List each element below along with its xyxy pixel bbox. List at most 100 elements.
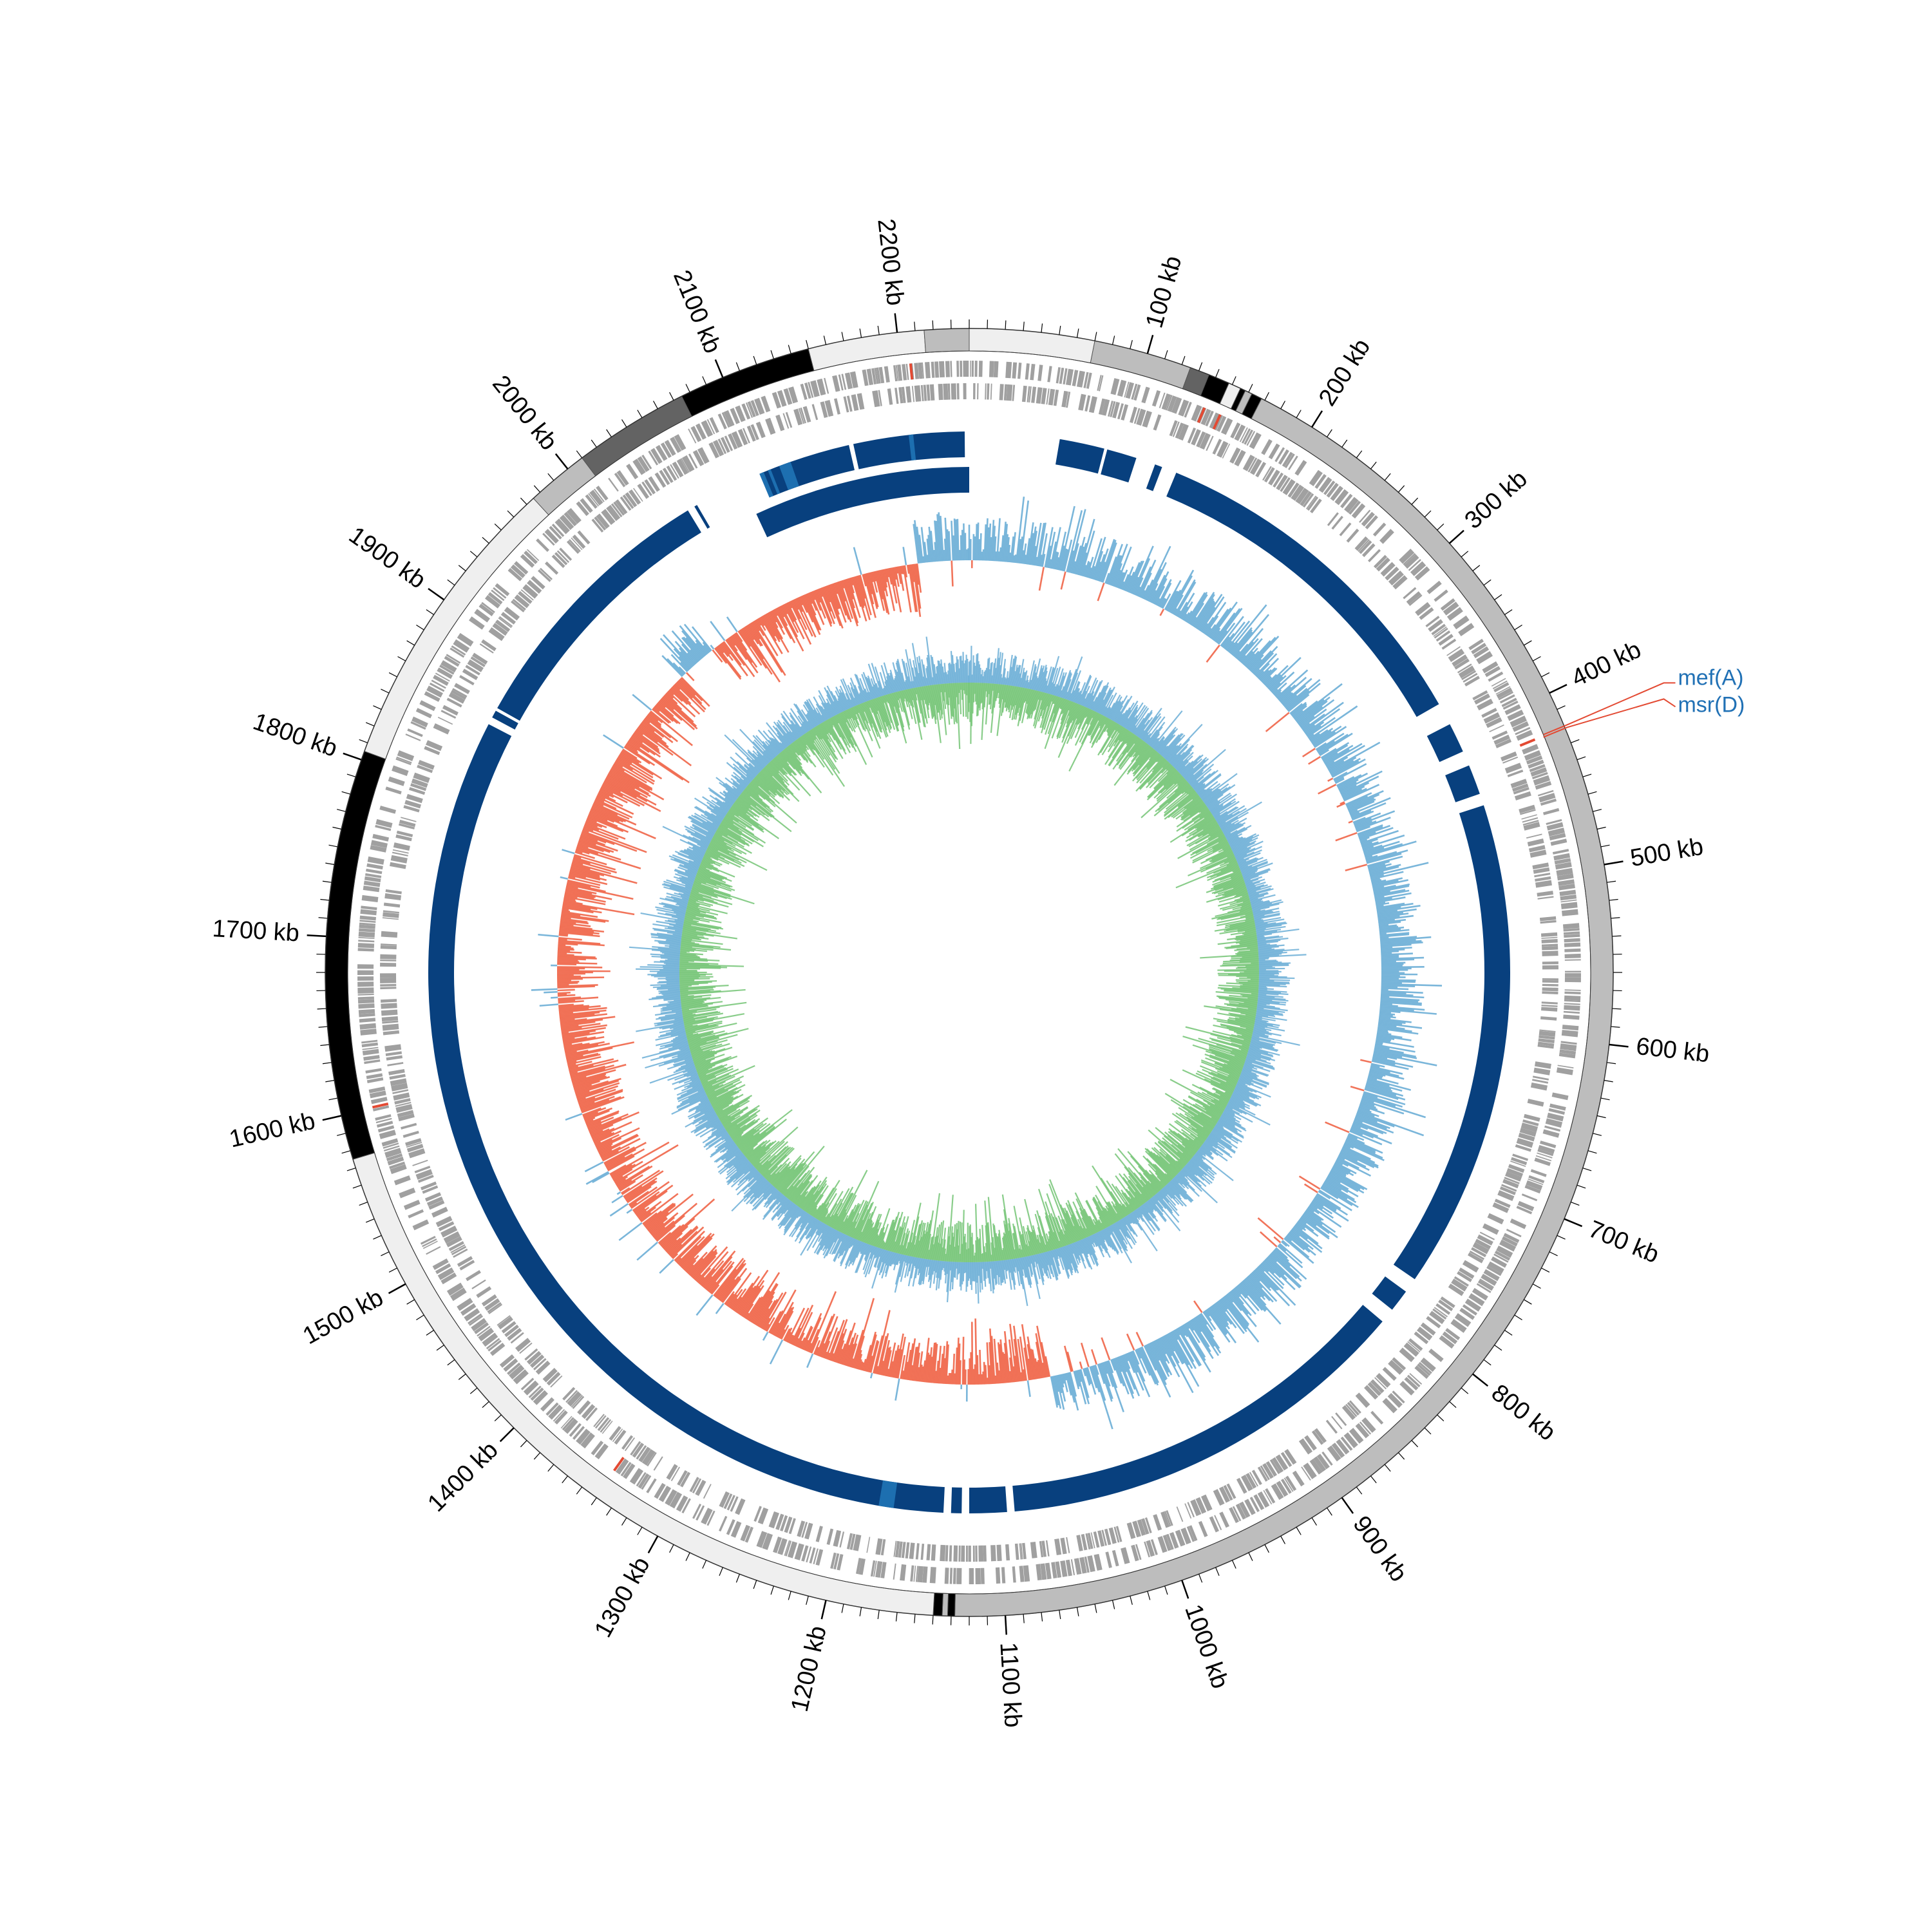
gc-content-bar: [1126, 1353, 1135, 1374]
gc-skew-neg-bar: [1208, 826, 1221, 835]
gc-content-bar: [1224, 640, 1233, 650]
gc-skew-pos-bar: [1234, 1088, 1256, 1099]
cds-feature: [1445, 1328, 1461, 1341]
gc-content-bar: [1213, 1303, 1229, 1322]
cds-feature: [564, 511, 578, 527]
gc-skew-pos-bar: [1094, 682, 1110, 712]
gc-content-bar: [1381, 983, 1443, 987]
gc-skew-pos-bar: [1027, 660, 1035, 689]
gc-content-bar: [701, 1260, 724, 1287]
gc-content-bar: [583, 826, 594, 832]
gc-skew-pos-bar: [1210, 1132, 1233, 1148]
minor-tick: [719, 1567, 723, 1577]
gc-skew-neg-bar: [1092, 711, 1097, 719]
gc-skew-pos-bar: [1095, 1232, 1108, 1254]
gc-content-bar: [676, 681, 694, 699]
gc-content-bar: [1233, 1287, 1256, 1315]
gc-skew-pos-bar: [1218, 1118, 1242, 1133]
cds-feature: [382, 1020, 399, 1024]
gc-skew-neg-bar: [1127, 1151, 1162, 1190]
cds-feature: [1564, 934, 1580, 938]
gc-content-bar: [1207, 1308, 1227, 1336]
cds-feature: [940, 1544, 946, 1562]
gc-content-bar: [558, 931, 600, 938]
cds-feature: [417, 764, 433, 773]
gc-content-bar: [616, 1166, 650, 1188]
gc-content-bar: [670, 1231, 698, 1258]
minor-tick: [1557, 1235, 1566, 1240]
gc-skew-pos-bar: [1117, 1220, 1129, 1238]
gc-content-bar: [1036, 1325, 1048, 1378]
cds-feature: [977, 383, 979, 400]
gc-skew-neg-bar: [1157, 1141, 1186, 1167]
gc-skew-pos-bar: [1245, 878, 1265, 886]
gc-content-bar: [1355, 820, 1377, 830]
cds-feature: [857, 393, 865, 410]
cds-feature: [1473, 646, 1490, 659]
minor-tick: [341, 791, 351, 795]
cds-feature: [1557, 873, 1574, 881]
gc-content-bar: [591, 807, 624, 823]
minor-tick: [823, 336, 827, 345]
cds-feature: [422, 1185, 439, 1194]
gc-content-bar: [687, 1251, 708, 1274]
gc-content-bar: [1004, 534, 1009, 562]
gc-content-bar: [1066, 1372, 1075, 1403]
gc-content-bar: [677, 681, 706, 710]
gc-skew-neg-bar: [1222, 887, 1247, 896]
gc-content-bar: [1247, 1276, 1271, 1302]
gc-content-bar: [1112, 563, 1122, 587]
gc-skew-neg-bar: [1225, 920, 1255, 927]
minor-tick: [1356, 450, 1363, 459]
gc-skew-pos-bar: [1168, 753, 1177, 763]
gc-content-bar: [951, 520, 954, 561]
cds-feature: [478, 1327, 495, 1341]
gc-content-bar: [887, 568, 893, 585]
gc-content-bar: [1239, 654, 1247, 663]
cds-feature: [1284, 1448, 1297, 1465]
gc-content-bar: [1003, 1353, 1009, 1383]
cds-feature: [448, 692, 466, 704]
gc-skew-pos-bar: [1105, 708, 1112, 717]
cds-feature: [824, 400, 834, 417]
gc-skew-neg-bar: [1216, 866, 1240, 876]
gc-skew-neg-bar: [1086, 710, 1095, 725]
gc-skew-neg-bar: [1226, 924, 1256, 931]
gc-skew-pos-bar: [1213, 1126, 1232, 1139]
gc-content-bar: [1240, 1281, 1267, 1311]
gc-skew-neg-bar: [1219, 997, 1258, 1003]
gc-skew-pos-bar: [1256, 936, 1283, 941]
gc-skew-neg-bar: [1155, 755, 1162, 762]
gc-skew-neg-bar: [1235, 934, 1257, 938]
gc-skew-neg-bar: [1122, 1177, 1144, 1205]
gc-skew-pos-bar: [1011, 656, 1018, 687]
cds-feature: [654, 1482, 666, 1499]
gc-skew-neg-bar: [1168, 784, 1191, 804]
gc-content-bar: [989, 1328, 994, 1384]
gc-skew-pos-bar: [1104, 1228, 1119, 1255]
gc-skew-pos-bar: [1110, 700, 1121, 720]
cds-feature: [526, 1350, 542, 1365]
gc-content-bar: [1377, 909, 1398, 914]
gc-skew-neg-bar: [1164, 790, 1195, 816]
cds-feature: [723, 1493, 733, 1510]
gc-skew-neg-bar: [1218, 896, 1249, 907]
gc-skew-neg-bar: [1228, 858, 1237, 864]
gc-skew-pos-bar: [1254, 1023, 1268, 1028]
gc-skew-pos-bar: [1146, 1201, 1154, 1211]
gc-skew-neg-bar: [1224, 857, 1236, 864]
gc-skew-pos-bar: [1197, 788, 1205, 795]
cds-feature: [1039, 1540, 1044, 1558]
gc-skew-pos-bar: [1200, 782, 1221, 799]
gc-skew-neg-bar: [1146, 1158, 1170, 1183]
cds-feature: [398, 823, 415, 829]
gc-skew-track: [629, 636, 1307, 1306]
gc-skew-pos-bar: [1204, 787, 1228, 804]
gc-skew-pos-bar: [1157, 1192, 1164, 1200]
cds-feature: [403, 1199, 421, 1210]
gc-skew-neg-bar: [1222, 880, 1245, 889]
gc-skew-pos-bar: [1023, 670, 1028, 688]
gc-skew-neg-bar: [1202, 1126, 1212, 1133]
gc-content-bar: [560, 1013, 608, 1021]
gc-content-bar: [1200, 1312, 1214, 1332]
